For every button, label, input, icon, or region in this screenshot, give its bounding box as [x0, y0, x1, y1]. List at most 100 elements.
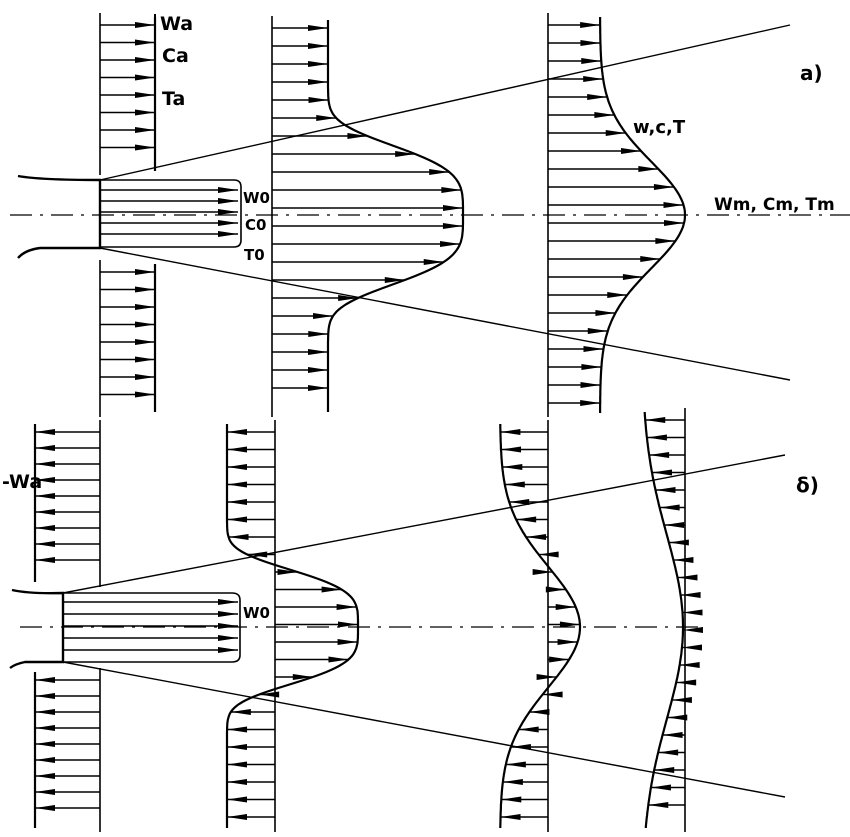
arrow-head: [648, 802, 669, 808]
ambient-counterflow-label: -Wa: [2, 471, 42, 493]
arrow-head: [35, 709, 55, 715]
arrow-head: [292, 674, 313, 680]
max-values-label: Wm, Cm, Tm: [714, 195, 835, 215]
arrow-head: [247, 551, 268, 558]
arrow-head: [35, 493, 55, 499]
arrow-head: [536, 674, 557, 680]
arrow-head: [529, 709, 550, 715]
jet-boundary-line: [62, 454, 786, 594]
arrow-head: [135, 339, 155, 345]
velocity-profile-curve: [599, 17, 687, 413]
arrow-head: [35, 677, 55, 683]
arrow-head: [655, 487, 676, 493]
arrow-head: [649, 452, 670, 458]
arrow-head: [228, 534, 249, 540]
arrow-head: [218, 187, 238, 193]
arrow-head: [500, 429, 521, 435]
panel-b-labels: -Wa W0 δ): [2, 471, 819, 622]
arrow-head: [650, 784, 671, 791]
arrow-head: [227, 796, 247, 803]
arrow-head: [505, 761, 526, 768]
arrow-head: [664, 522, 685, 528]
arrow-head: [667, 714, 688, 721]
arrow-head: [337, 639, 358, 645]
arrow-head: [580, 40, 601, 46]
arrow-head: [35, 693, 55, 699]
arrow-head: [218, 220, 238, 226]
arrow-head: [218, 209, 238, 215]
arrow-head: [583, 346, 604, 352]
arrow-head: [532, 569, 553, 575]
arrow-head: [655, 238, 676, 244]
arrow-head: [218, 635, 238, 641]
velocity-profile-curve: [326, 20, 465, 412]
profile-label: w,c,T: [633, 117, 686, 138]
arrow-head: [227, 481, 247, 488]
arrow-head: [347, 133, 368, 139]
arrow-head: [545, 586, 566, 593]
arrow-head: [526, 534, 547, 540]
arrow-head: [659, 504, 680, 511]
arrow-head: [638, 166, 659, 172]
arrow-head: [500, 814, 521, 820]
arrow-head: [442, 205, 463, 211]
arrow-head: [277, 569, 298, 575]
arrow-head: [595, 310, 616, 316]
arrow-head: [35, 725, 55, 731]
velocity-profile-curve: [225, 424, 360, 828]
arrow-head: [321, 586, 342, 593]
arrow-head: [218, 231, 238, 237]
arrow-head: [516, 516, 537, 523]
arrow-head: [662, 732, 683, 738]
arrow-head: [135, 74, 155, 81]
arrow-head: [135, 374, 155, 380]
arrow-head: [308, 97, 329, 103]
arrow-head: [645, 417, 666, 423]
arrow-head: [135, 127, 155, 133]
arrow-head: [135, 57, 155, 63]
arrow-head: [227, 499, 248, 505]
nozzle-w-label: W0: [243, 189, 270, 207]
arrow-head: [308, 385, 328, 391]
arrow-head: [680, 592, 701, 598]
arrow-head: [308, 43, 328, 49]
arrow-head: [35, 557, 55, 563]
arrow-head: [668, 539, 689, 546]
arrow-head: [559, 621, 580, 628]
ambient-w-label: Wa: [160, 13, 193, 35]
arrow-head: [227, 429, 247, 435]
arrow-head: [218, 198, 238, 204]
arrow-head: [218, 599, 238, 605]
arrow-head: [622, 274, 643, 280]
arrow-head: [663, 202, 684, 208]
arrow-head: [679, 662, 700, 668]
arrow-head: [501, 796, 522, 803]
arrow-head: [308, 349, 329, 355]
arrow-head: [35, 773, 55, 779]
arrow-head: [135, 269, 155, 275]
arrow-head: [35, 757, 55, 763]
arrow-head: [673, 557, 694, 563]
arrow-head: [581, 58, 602, 64]
arrow-head: [135, 356, 155, 363]
arrow-head: [555, 604, 576, 610]
arrow-head: [135, 391, 155, 398]
arrow-head: [605, 130, 626, 136]
arrow-head: [35, 429, 55, 435]
arrow-head: [35, 461, 55, 467]
arrow-head: [227, 744, 248, 750]
arrow-head: [328, 656, 349, 663]
arrow-head: [441, 187, 462, 193]
arrow-head: [316, 115, 337, 121]
arrow-head: [682, 609, 703, 616]
arrow-head: [587, 328, 608, 334]
jet-boundary-line: [99, 247, 791, 381]
arrow-head: [442, 223, 463, 229]
arrow-head: [35, 741, 55, 747]
arrow-head: [587, 94, 608, 100]
arrow-head: [580, 382, 601, 388]
arrow-head: [594, 112, 615, 118]
arrow-head: [338, 295, 359, 301]
